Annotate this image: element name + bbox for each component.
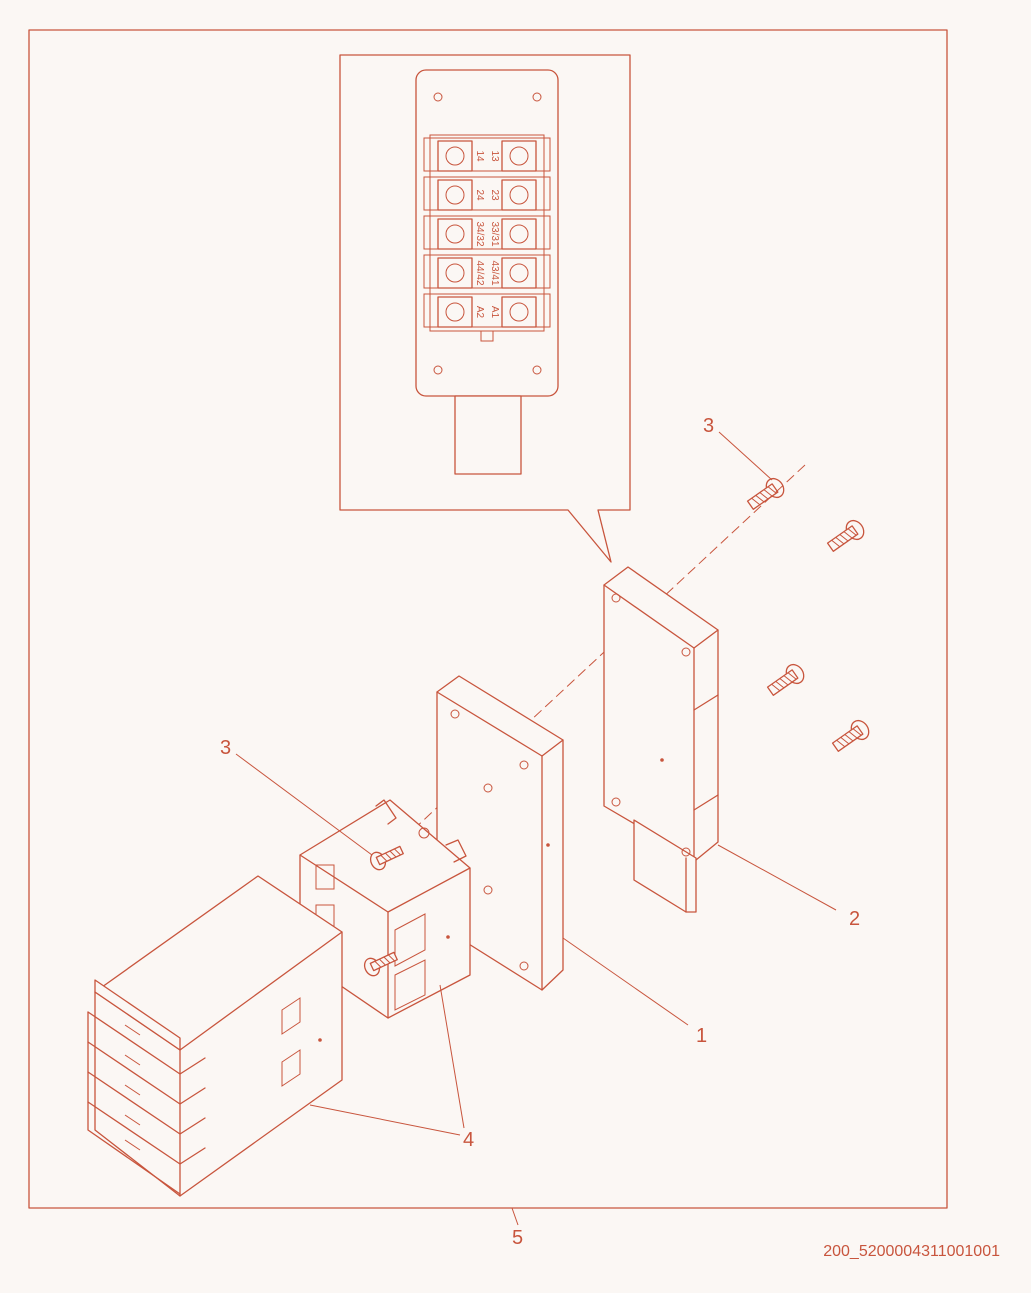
screw-head-icon <box>445 263 465 283</box>
terminal-row: A2 A1 <box>423 293 551 328</box>
screw-head-icon <box>509 185 529 205</box>
terminal-label-right: A1 <box>489 306 500 319</box>
terminal-label-left: 34/32 <box>474 221 485 246</box>
screw-left-1 <box>369 845 404 871</box>
leader-4-a <box>309 1104 461 1136</box>
leader-5 <box>511 1207 519 1226</box>
terminal-row: 34/32 33/31 <box>423 215 551 250</box>
terminal-screw-right <box>501 140 537 172</box>
terminal-label-left: 44/42 <box>474 260 485 285</box>
leader-2 <box>717 844 837 911</box>
screw-top-2 <box>826 519 865 552</box>
screw-head-icon <box>509 224 529 244</box>
terminal-label-right: 43/41 <box>489 260 500 285</box>
screw-head-icon <box>509 302 529 322</box>
leader-4-b <box>439 984 465 1129</box>
callout-5: 5 <box>512 1227 523 1249</box>
callout-3-top: 3 <box>703 415 714 437</box>
leader-3-top <box>718 431 773 481</box>
terminal-label-right: 13 <box>489 150 500 162</box>
terminal-screw-right <box>501 218 537 250</box>
callout-2: 2 <box>849 908 860 930</box>
terminal-row: 24 23 <box>423 176 551 211</box>
terminal-label-left: 14 <box>474 150 485 162</box>
terminal-housing-part2 <box>603 566 719 913</box>
reference-number: 200_5200004311001001 <box>823 1243 1000 1260</box>
assembly-frame <box>28 29 948 1209</box>
screw-left-2 <box>363 951 398 977</box>
screw-mid-2 <box>831 719 870 752</box>
callout-1: 1 <box>696 1025 707 1047</box>
screw-head-icon <box>445 302 465 322</box>
contactor-block-part4 <box>87 875 343 1197</box>
terminal-label-left: 24 <box>474 189 485 201</box>
terminal-label-left: A2 <box>474 306 485 319</box>
terminal-row: 14 13 <box>423 137 551 172</box>
leader-3-left <box>235 753 373 856</box>
terminal-row: 44/42 43/41 <box>423 254 551 289</box>
screw-head-icon <box>445 146 465 166</box>
terminal-label-right: 33/31 <box>489 221 500 246</box>
terminal-screw-right <box>501 179 537 211</box>
terminal-screw-left <box>437 296 473 328</box>
terminal-screw-left <box>437 140 473 172</box>
screw-head-icon <box>445 224 465 244</box>
terminal-screw-left <box>437 257 473 289</box>
screw-head-icon <box>509 263 529 283</box>
terminal-screw-left <box>437 218 473 250</box>
terminal-label-right: 23 <box>489 189 500 201</box>
callout-4: 4 <box>463 1129 474 1151</box>
screw-top-1 <box>746 477 785 510</box>
screw-head-icon <box>509 146 529 166</box>
screw-head-icon <box>445 185 465 205</box>
terminal-screw-right <box>501 257 537 289</box>
terminal-screw-left <box>437 179 473 211</box>
callout-3-left: 3 <box>220 737 231 759</box>
terminal-screw-right <box>501 296 537 328</box>
leader-1 <box>562 937 689 1026</box>
screw-mid-1 <box>766 663 805 696</box>
